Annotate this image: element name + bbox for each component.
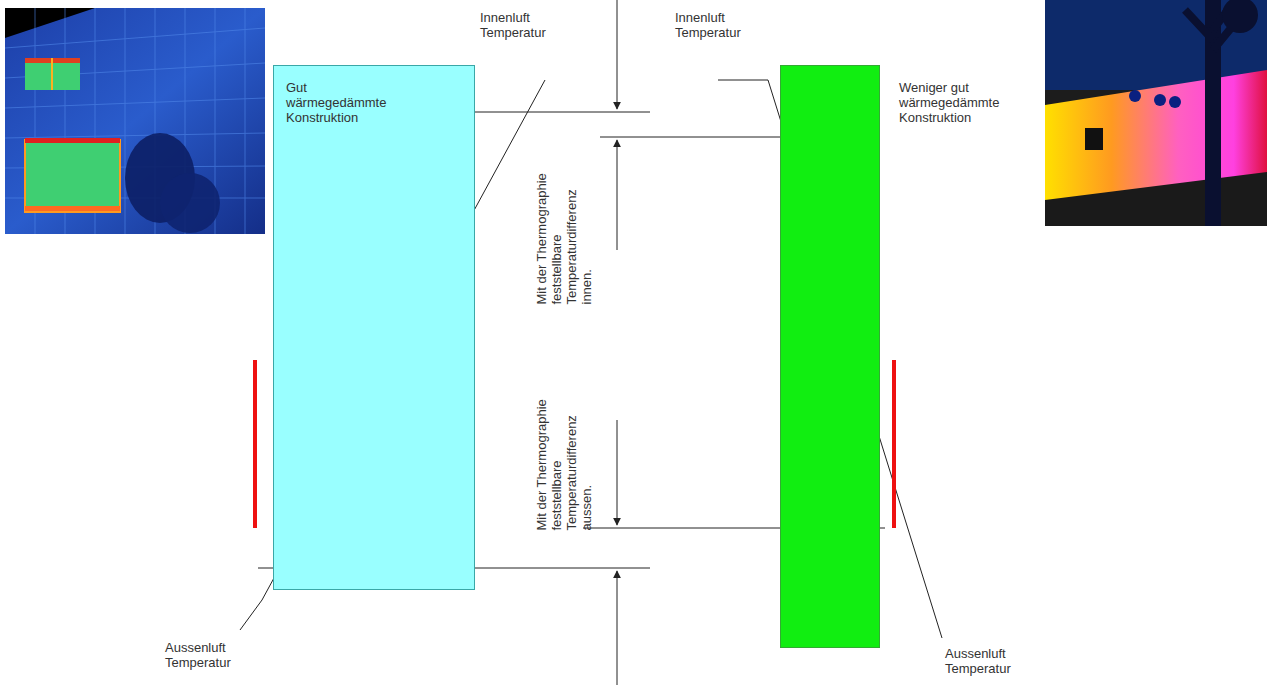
temperature-label: Innenluft Temperatur — [480, 10, 560, 40]
temperature-label: Aussenluft Temperatur — [945, 646, 1025, 676]
wall-label: Gut wärmegedämmte Konstruktion — [286, 80, 396, 125]
thermal-photo — [1045, 0, 1267, 226]
temperature-label: Aussenluft Temperatur — [165, 640, 245, 670]
wall-label: Weniger gut wärmegedämmte Konstruktion — [899, 80, 999, 125]
dimension-label: Mit der Thermographie feststellbare Temp… — [533, 386, 593, 531]
temperature-label: Innenluft Temperatur — [675, 10, 755, 40]
wall-section: Gut wärmegedämmte Konstruktion — [273, 65, 475, 590]
dimension-label: Mit der Thermographie feststellbare Temp… — [533, 160, 593, 305]
wall-section: Weniger gut wärmegedämmte Konstruktion — [780, 65, 880, 648]
thermal-photo — [5, 8, 265, 234]
dimension-arrow — [617, 0, 618, 685]
